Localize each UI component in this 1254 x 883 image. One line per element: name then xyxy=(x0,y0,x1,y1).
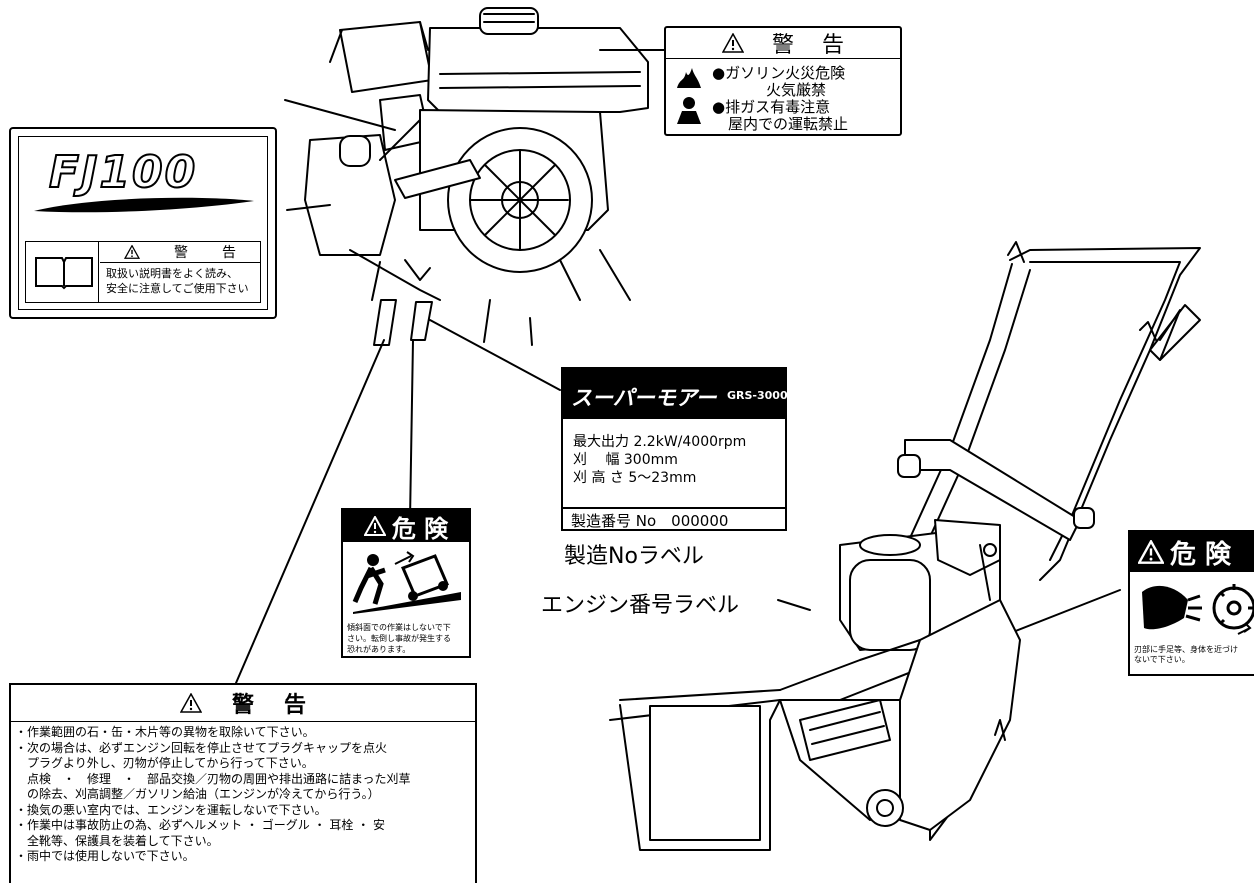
model-swoosh xyxy=(34,197,254,213)
general-warning-line: プラグより外し、刃物が停止してから行って下さい。 xyxy=(15,756,314,770)
model-warning-text-1: 取扱い説明書をよく読み、 xyxy=(106,267,238,280)
blade-danger-label: 危 険 刃部に手足等、身体を近づけ ないで下さい。 xyxy=(1128,530,1254,676)
general-warning-line: 点検 ・ 修理 ・ 部品交換／刃物の周囲や排出通路に詰まった刈草 xyxy=(15,771,411,786)
slope-danger-text-1: 傾斜面での作業はしないで下 xyxy=(347,623,451,632)
blade-danger-text-2: ないで下さい。 xyxy=(1134,655,1190,664)
product-name: スーパーモアー xyxy=(571,386,717,410)
serial-label-banner: スーパーモアー GRS-3000 xyxy=(563,369,788,419)
model-name: FJ100 xyxy=(48,146,198,199)
general-warning-line: ・換気の悪い室内では、エンジンを運転しないで下さい。 xyxy=(15,802,327,817)
general-warning-line: の除去、刈高調整／ガソリン給油（エンジンが冷えてから行う。） xyxy=(15,787,380,801)
serial-label-caption: 製造Noラベル xyxy=(564,544,704,569)
fire-icon xyxy=(677,68,701,88)
general-warning-line: ・作業中は事故防止の為、必ずヘルメット ・ ゴーグル ・ 耳栓 ・ 安 xyxy=(15,818,386,832)
general-warning-header: 警 告 xyxy=(11,685,475,722)
model-label-inner: FJ100 警 告 取扱い説明書をよく読み、 安全に注意してご使用下さい xyxy=(18,136,268,310)
fuel-warning-title-1: 警 xyxy=(771,33,794,58)
fuel-warning-line-3: ●排ガス有毒注意 xyxy=(712,98,831,116)
fuel-warning-line-4: 屋内での運転禁止 xyxy=(728,115,849,133)
fuel-warning-line-1: ●ガソリン火災危険 xyxy=(712,64,846,82)
slope-danger-title: 危 険 xyxy=(391,514,449,543)
general-warning-label: 警 告 ・作業範囲の石・缶・木片等の異物を取除いて下さい。 ・次の場合は、必ずエ… xyxy=(9,683,477,883)
fuel-warning-header: 警 告 xyxy=(666,28,900,59)
model-label: FJ100 警 告 取扱い説明書をよく読み、 安全に注意してご使用下さい xyxy=(9,127,277,319)
serial-number: 製造番号 No 000000 xyxy=(571,512,729,530)
blade-danger-header: 危 険 xyxy=(1130,532,1254,572)
product-model-code: GRS-3000 xyxy=(727,389,788,402)
book-icon xyxy=(35,257,93,290)
mower-illustration xyxy=(609,241,1201,851)
slope-danger-text-3: 恐れがあります。 xyxy=(347,645,411,654)
model-warning-title-2: 告 xyxy=(222,245,236,261)
model-warning-text-2: 安全に注意してご使用下さい xyxy=(106,282,249,295)
danger-triangle-icon xyxy=(1138,540,1164,564)
general-warning-line: ・雨中では使用しないで下さい。 xyxy=(15,849,195,863)
spec-max-output: 最大出力 2.2kW/4000rpm xyxy=(573,434,747,450)
warning-triangle-icon xyxy=(179,693,202,713)
serial-number-label: スーパーモアー GRS-3000 最大出力 2.2kW/4000rpm 刈 幅 … xyxy=(561,367,788,531)
slope-danger-label: 危 険 傾斜面での作業はしないで下 さい。転倒し事故が発生する 恐れがあります。 xyxy=(341,508,471,658)
blade-danger-text-1: 刃部に手足等、身体を近づけ xyxy=(1134,645,1238,654)
fuel-warning-line-2: 火気厳禁 xyxy=(766,81,827,99)
general-warning-line: ・次の場合は、必ずエンジン回転を停止させてプラグキャップを点火 xyxy=(15,740,388,755)
warning-triangle-icon xyxy=(124,245,140,259)
warning-triangle-icon xyxy=(721,33,744,53)
fuel-warning-label: 警 告 ●ガソリン火災危険 火気厳禁 ●排ガス有毒注意 屋内での運転禁止 xyxy=(664,26,902,136)
spec-cut-height: 刈 高 さ 5～23mm xyxy=(573,470,697,486)
general-warning-line: 全靴等、保護具を装着して下さい。 xyxy=(15,833,219,848)
general-warning-title-1: 警 xyxy=(231,693,254,718)
fuel-warning-title-2: 告 xyxy=(822,33,845,58)
general-warning-body: ・作業範囲の石・缶・木片等の異物を取除いて下さい。 ・次の場合は、必ずエンジン回… xyxy=(15,725,411,865)
model-warning-panel: 警 告 取扱い説明書をよく読み、 安全に注意してご使用下さい xyxy=(25,241,261,303)
danger-triangle-icon xyxy=(363,516,386,536)
slope-danger-header: 危 険 xyxy=(343,510,469,543)
engine-number-callout: エンジン番号ラベル xyxy=(541,593,740,618)
slope-danger-text-2: さい。転倒し事故が発生する xyxy=(347,634,451,643)
toxic-gas-person-icon xyxy=(677,97,701,124)
model-warning-title-1: 警 xyxy=(174,245,188,261)
blade-danger-title: 危 険 xyxy=(1170,539,1232,570)
slope-tipover-icon xyxy=(352,551,461,614)
spec-cut-width: 刈 幅 300mm xyxy=(573,452,678,468)
engine-illustration xyxy=(284,7,649,301)
model-warning-header: 警 告 xyxy=(100,242,260,263)
serial-divider xyxy=(563,507,785,509)
general-warning-line: ・作業範囲の石・缶・木片等の異物を取除いて下さい。 xyxy=(15,725,315,739)
hand-blade-icon xyxy=(1142,584,1254,635)
general-warning-title-2: 告 xyxy=(284,693,307,718)
